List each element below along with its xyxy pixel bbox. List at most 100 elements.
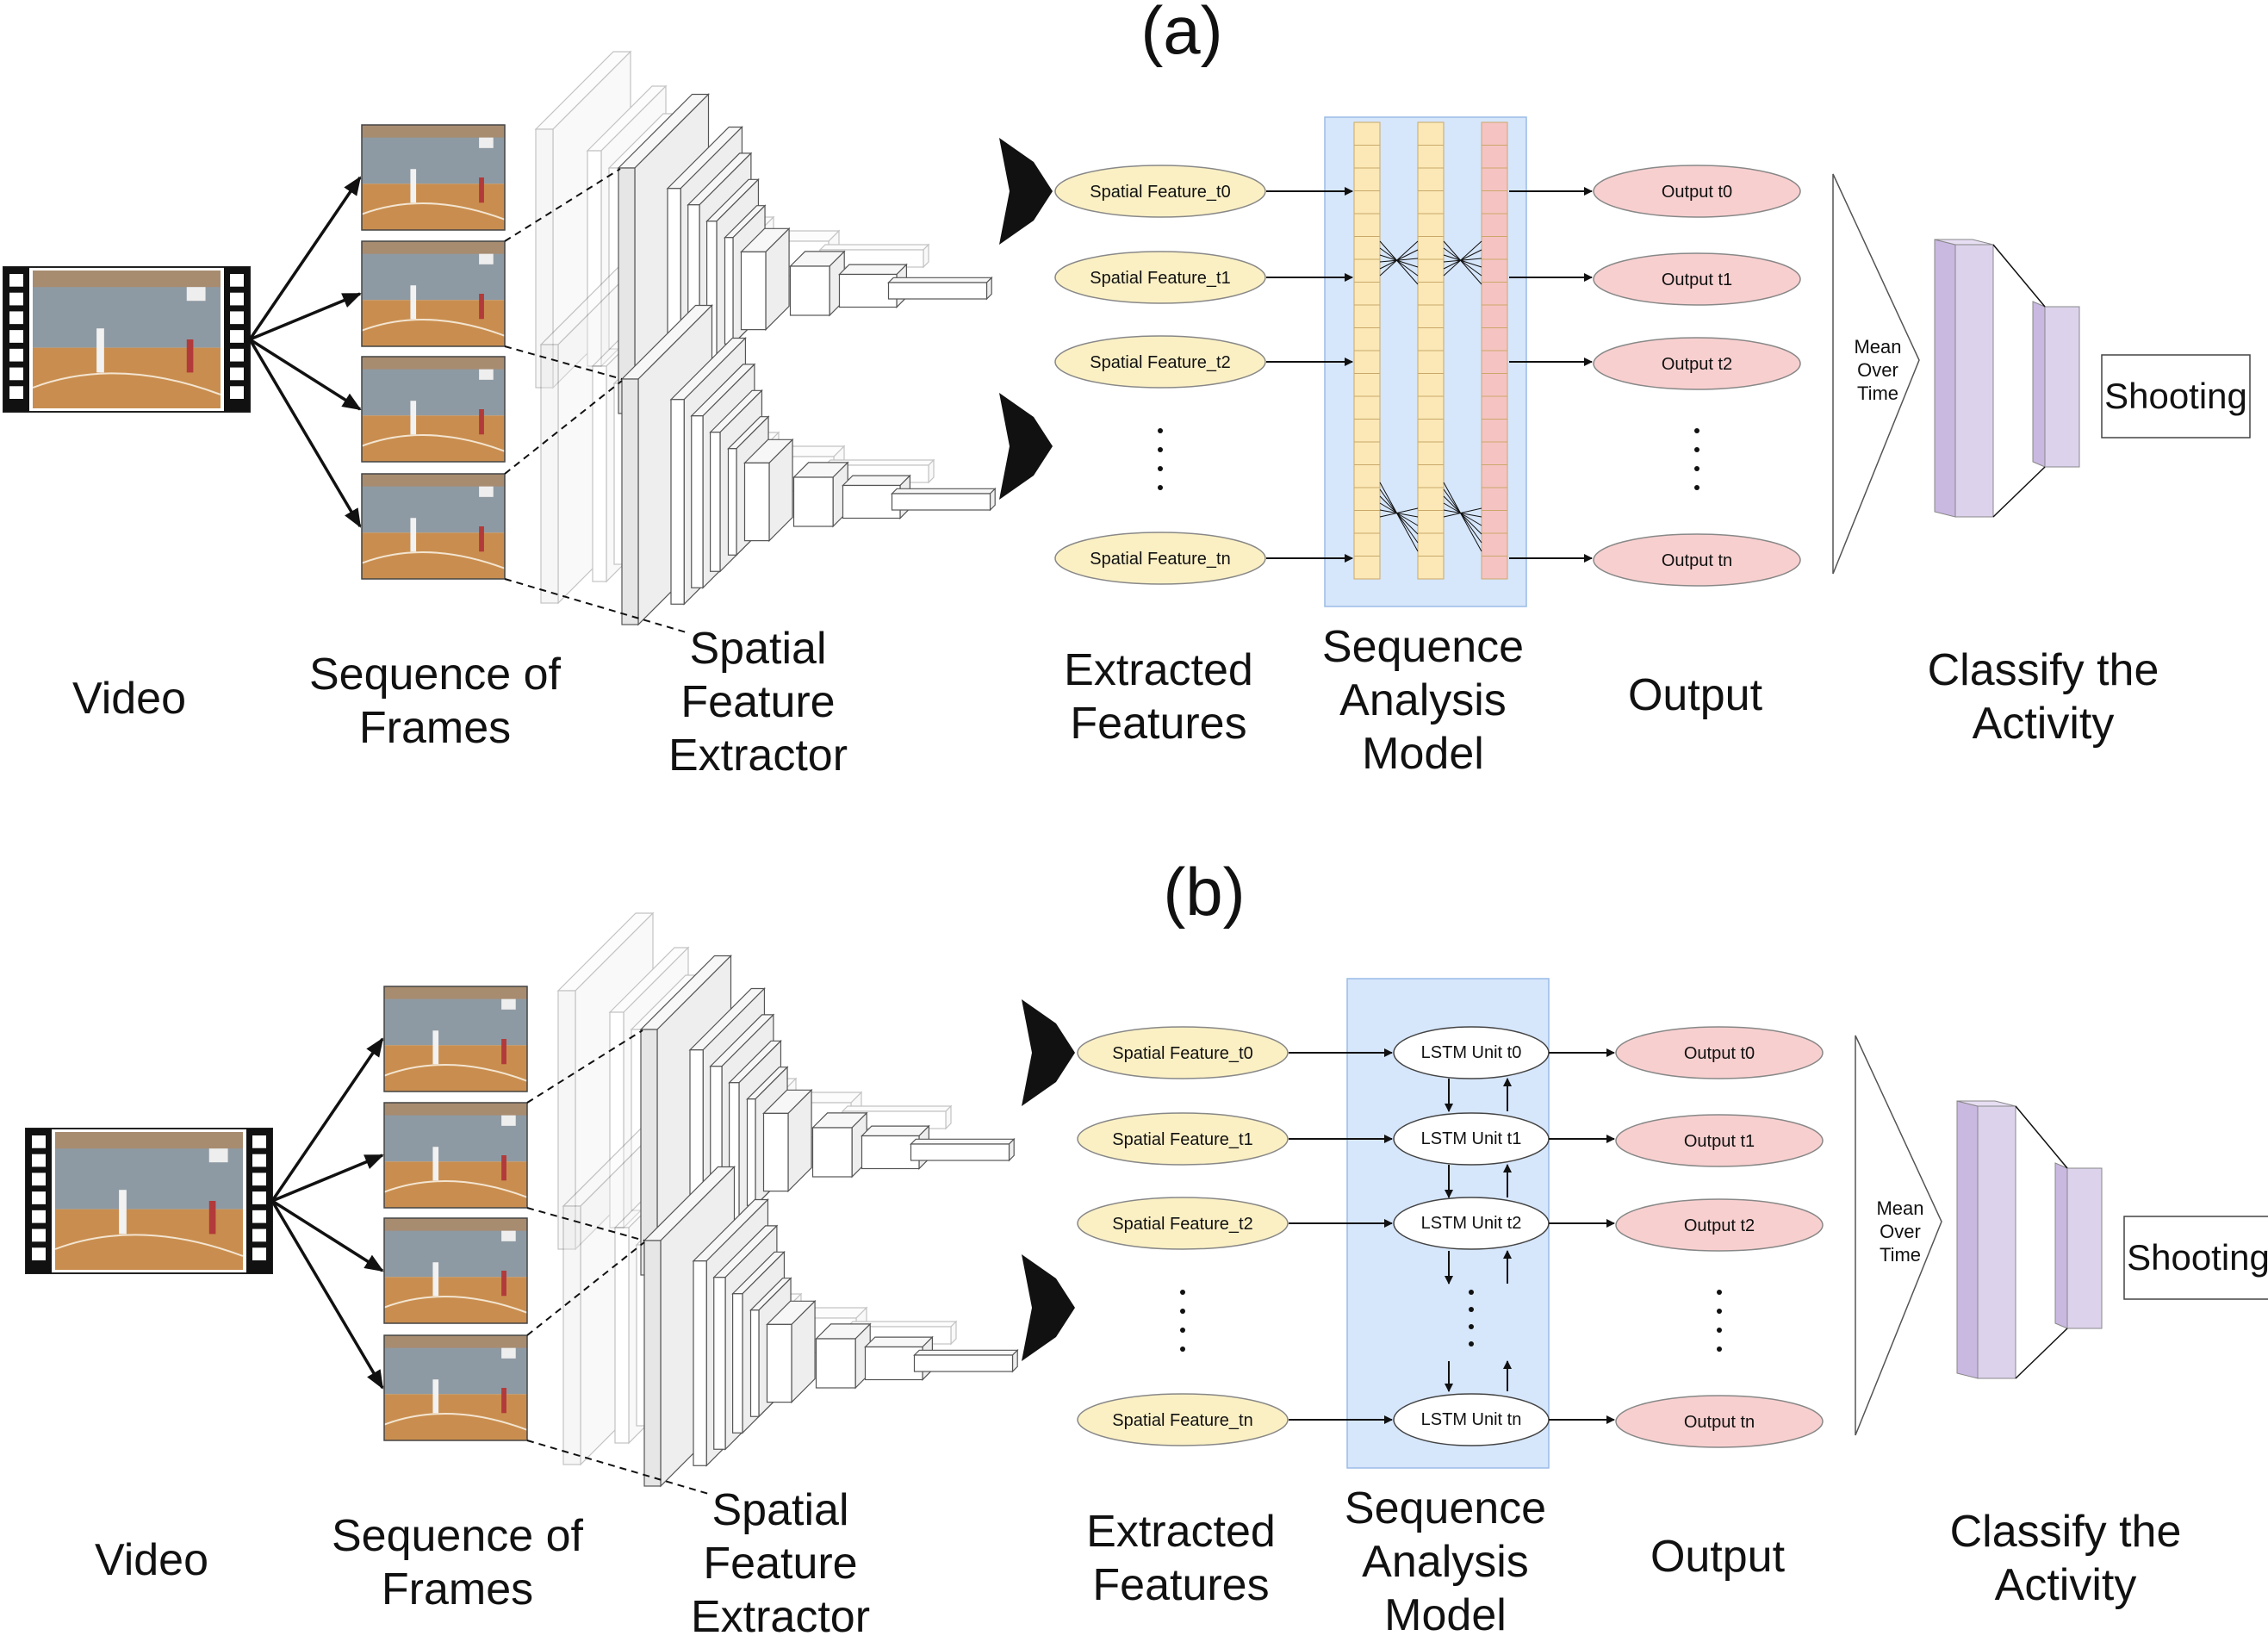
mean-over-time-label: Over — [1880, 1221, 1921, 1242]
rnn-cell — [1417, 167, 1445, 191]
rnn-connection — [1443, 509, 1482, 518]
rnn-cell — [1417, 419, 1445, 443]
sprocket-hole — [252, 1247, 266, 1260]
cnn-layer-front — [766, 1323, 792, 1403]
backboard — [208, 1148, 228, 1163]
stage-label-sequence: Sequence — [1345, 1483, 1546, 1533]
rnn-cell — [1353, 304, 1381, 328]
ellipsis-dot — [1694, 485, 1699, 490]
frame-arrow — [249, 338, 362, 411]
class-output-label: Shooting — [2104, 376, 2247, 416]
rnn-cell — [1353, 327, 1381, 351]
feature-node — [1054, 165, 1266, 218]
rnn-cell — [1353, 510, 1381, 534]
classifier-block-front — [2066, 1167, 2103, 1329]
rnn-cell — [1353, 395, 1381, 420]
mean-over-time-label: Mean — [1876, 1197, 1923, 1219]
stage-label-features: Extracted — [1086, 1507, 1276, 1557]
cnn-layer-side — [950, 1320, 957, 1346]
player — [208, 1201, 216, 1235]
sprocket-hole — [32, 1172, 46, 1186]
cnn-layer-front — [562, 1205, 581, 1465]
output-node-label: Output t0 — [1684, 1044, 1755, 1063]
ellipsis-dot — [1158, 466, 1163, 471]
sequence-frame — [383, 1103, 528, 1208]
ceiling — [362, 357, 505, 370]
cnn-layer-top — [838, 264, 908, 276]
sprocket-hole — [32, 1154, 46, 1167]
cnn-layer-top — [887, 277, 993, 283]
ellipsis-dot — [1694, 447, 1699, 452]
output-node — [1615, 1114, 1824, 1167]
classifier-block-front — [1977, 1105, 2016, 1379]
cnn-layer-top — [818, 244, 930, 251]
classifier-link — [1992, 244, 2046, 308]
classifier-link — [2015, 1328, 2068, 1379]
output-node-label: Output t1 — [1662, 271, 1732, 289]
projection-line — [504, 345, 623, 380]
cnn-layer-side — [928, 458, 935, 484]
output-node — [1615, 1395, 1824, 1448]
ceiling — [55, 1132, 243, 1149]
cnn-layer-top — [534, 51, 632, 130]
ellipsis-dot — [1180, 1290, 1185, 1295]
feature-node — [1077, 1026, 1289, 1079]
ellipsis-dot — [1469, 1341, 1474, 1347]
lstm-unit-label: LSTM Unit t1 — [1421, 1129, 1522, 1148]
player — [119, 1190, 127, 1235]
rnn-cell — [1353, 487, 1381, 511]
cnn-layer-front — [762, 1112, 789, 1192]
classifier-block-front — [1954, 244, 1994, 518]
video-frame — [32, 271, 221, 408]
rnn-cell — [1417, 464, 1445, 488]
player — [479, 294, 484, 320]
cnn-layer-front — [842, 484, 901, 519]
frame-arrow — [248, 176, 362, 340]
court-line — [383, 1296, 528, 1314]
ellipsis-dot — [1158, 447, 1163, 452]
cnn-layer-front — [743, 462, 770, 542]
frame-border — [383, 1217, 528, 1324]
cnn-layer-top — [586, 85, 668, 152]
cnn-layer-front — [731, 1293, 743, 1434]
cnn-layer-side — [923, 243, 929, 269]
feature-node-label: Spatial Feature_t0 — [1112, 1044, 1252, 1063]
stage-label-extractor: Feature — [680, 677, 835, 727]
player — [501, 1039, 506, 1065]
classifier-block-side — [1956, 1100, 1979, 1379]
frame-border — [383, 986, 528, 1092]
feature-node-label: Spatial Feature_tn — [1090, 550, 1230, 569]
output-node — [1593, 252, 1801, 306]
player — [186, 339, 194, 373]
feature-node-label: Spatial Feature_t1 — [1090, 269, 1230, 288]
big-arrow — [999, 393, 1053, 500]
video-filmstrip — [25, 1128, 273, 1274]
mean-over-time-label: Time — [1880, 1244, 1921, 1266]
rnn-cell — [1481, 350, 1508, 374]
output-node-label: Output t1 — [1684, 1132, 1755, 1151]
projection-line — [504, 168, 621, 242]
player — [501, 1271, 506, 1297]
player — [432, 1262, 439, 1297]
rnn-cell — [1481, 190, 1508, 215]
rnn-cell — [1417, 510, 1445, 534]
stage-label-classify: Classify the — [1928, 645, 2159, 695]
player — [501, 1155, 506, 1181]
sprocket-hole — [9, 330, 23, 343]
rnn-cell — [1481, 282, 1508, 306]
cnn-stack — [639, 955, 1016, 1277]
feature-node-label: Spatial Feature_t1 — [1112, 1130, 1252, 1149]
sprocket-hole — [230, 311, 244, 325]
ellipsis-dot — [1469, 1307, 1474, 1312]
ellipsis-dot — [1717, 1328, 1722, 1333]
rnn-cell — [1481, 419, 1508, 443]
output-node — [1615, 1198, 1824, 1252]
rnn-connection — [1443, 247, 1482, 277]
frame-arrow — [271, 1199, 384, 1272]
rnn-cell — [1417, 532, 1445, 557]
frame-border — [361, 124, 506, 231]
sprocket-hole — [252, 1228, 266, 1242]
rnn-cell — [1481, 510, 1508, 534]
player — [410, 401, 417, 435]
